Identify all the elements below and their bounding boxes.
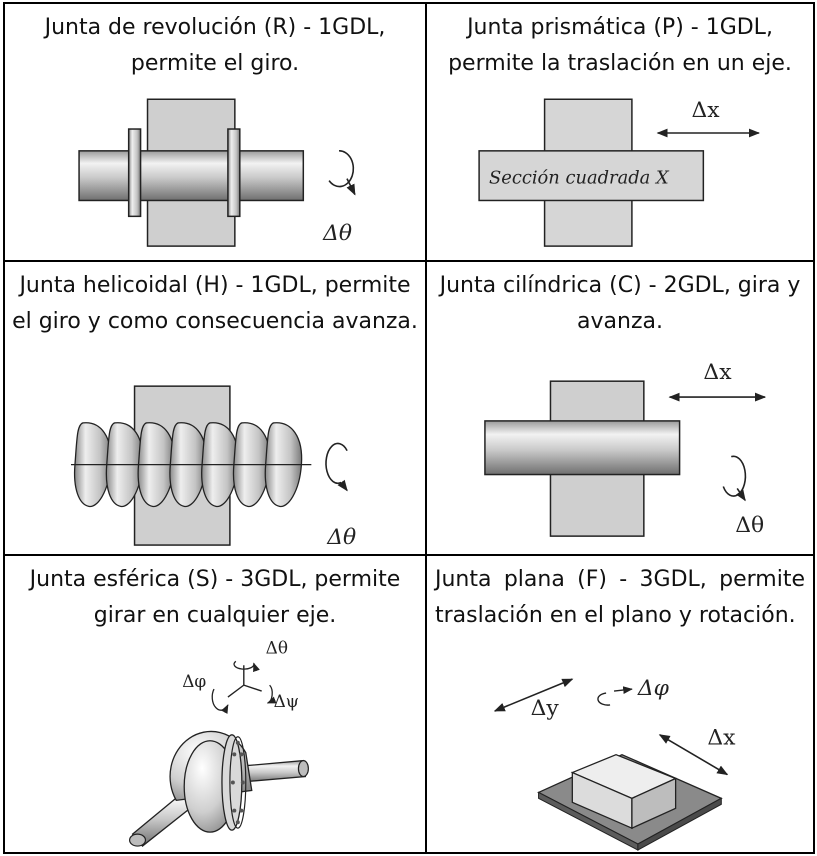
delta-theta-label: Δθ xyxy=(735,513,764,538)
helical-joint-figure: Δθ xyxy=(5,262,425,554)
caption-helical: Junta helicoidal (H) - 1GDL, permite el … xyxy=(12,273,418,334)
delta-phi-label: Δφ xyxy=(182,671,206,691)
prismatic-joint-figure: Sección cuadrada X Δx xyxy=(427,4,813,260)
delta-psi-label: Δψ xyxy=(274,691,299,711)
section-label: Sección cuadrada X xyxy=(489,168,670,189)
delta-theta-label: Δθ xyxy=(322,221,352,246)
caption-planar: Junta plana (F) - 3GDL, permite traslaci… xyxy=(435,567,805,628)
flange-bolts xyxy=(230,740,245,825)
delta-theta-label: Δθ xyxy=(326,525,356,550)
flange-bolt xyxy=(239,752,244,757)
cell-helical: Junta helicoidal (H) - 1GDL, permite el … xyxy=(3,260,427,556)
cell-prismatic: Junta prismática (P) - 1GDL, permite la … xyxy=(425,2,815,262)
delta-theta-label: Δθ xyxy=(266,637,288,657)
flange-bolt xyxy=(235,820,240,825)
delta-phi-label: Δφ xyxy=(637,676,670,701)
caption-prismatic: Junta prismática (P) - 1GDL, permite la … xyxy=(448,15,792,76)
flange-bolt xyxy=(235,740,240,745)
delta-x-label: Δx xyxy=(691,98,720,123)
revolute-joint-figure: Δθ xyxy=(5,4,425,260)
cell-planar: Junta plana (F) - 3GDL, permite traslaci… xyxy=(425,554,815,854)
spherical-joint-figure: Δθ Δφ Δψ xyxy=(5,556,425,852)
delta-y-label: Δy xyxy=(531,696,560,721)
cell-revolute: Junta de revolución (R) - 1GDL, permite … xyxy=(3,2,427,262)
cell-cylindrical: Junta cilíndrica (C) - 2GDL, gira y avan… xyxy=(425,260,815,556)
flange-bolt xyxy=(232,752,237,757)
flange-bolt xyxy=(239,808,244,813)
flange-bolt xyxy=(240,780,245,785)
planar-joint-figure: Δy Δφ Δx xyxy=(427,556,813,852)
flange-bolt xyxy=(232,808,237,813)
caption-revolute: Junta de revolución (R) - 1GDL, permite … xyxy=(44,15,386,76)
flange-bolt xyxy=(230,780,235,785)
delta-x-label: Δx xyxy=(703,360,732,385)
caption-cylindrical: Junta cilíndrica (C) - 2GDL, gira y avan… xyxy=(439,273,801,334)
cylindrical-joint-figure: Δx Δθ xyxy=(427,262,813,554)
delta-x-label: Δx xyxy=(707,726,736,751)
caption-spherical: Junta esférica (S) - 3GDL, permite girar… xyxy=(29,567,401,628)
cell-spherical: Junta esférica (S) - 3GDL, permite girar… xyxy=(3,554,427,854)
joints-table: Junta de revolución (R) - 1GDL, permite … xyxy=(3,2,815,854)
